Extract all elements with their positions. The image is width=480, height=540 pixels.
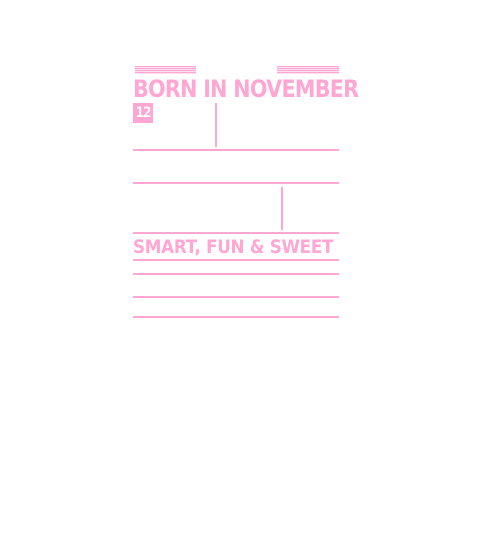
top-left-accent-bar [135,66,196,74]
horizontal-rule-1 [133,149,339,151]
horizontal-rule-4 [133,259,339,261]
design-number-badge: 12 [133,103,153,123]
horizontal-rule-6 [133,296,339,298]
vertical-divider-lower [281,187,283,230]
horizontal-rule-7 [133,316,339,318]
design-tagline: SMART, FUN & SWEET [133,236,334,258]
vertical-divider-upper [215,103,217,147]
horizontal-rule-2 [133,182,339,184]
top-right-accent-bar [277,66,339,74]
horizontal-rule-5 [133,273,339,275]
design-title: BORN IN NOVEMBER [133,75,359,103]
horizontal-rule-3 [133,232,339,234]
